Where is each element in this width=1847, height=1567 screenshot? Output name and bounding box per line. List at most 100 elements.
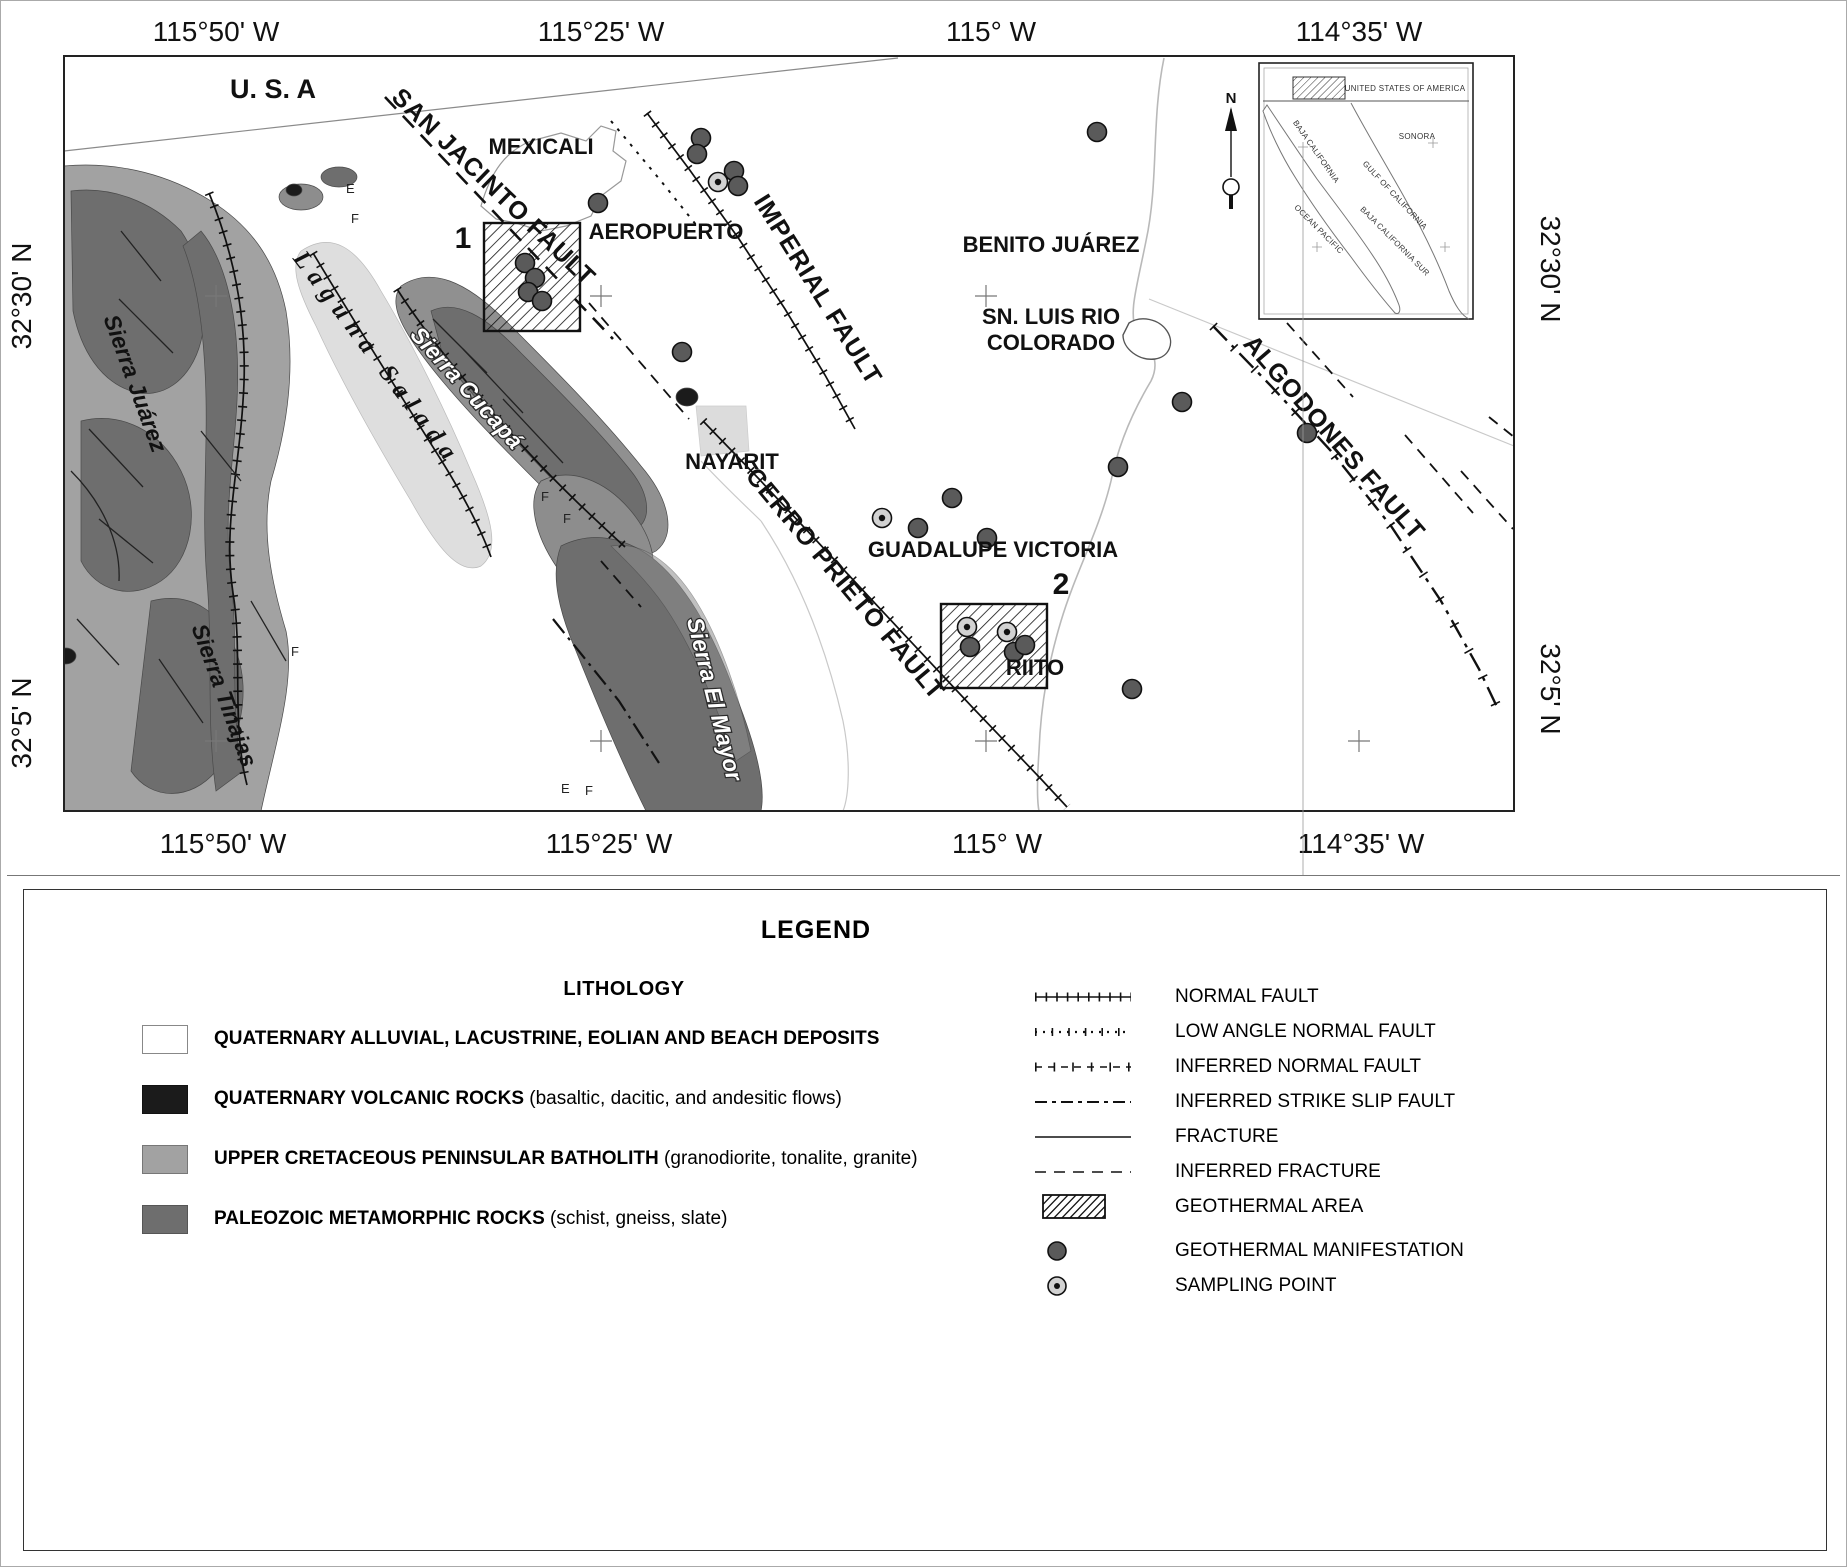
graticule-cross [205,730,227,752]
laguna-salada-shape [295,241,493,569]
geothermal-manifestation-point [727,175,749,197]
fault-letter-f: F [351,211,359,226]
graticule-cross [205,285,227,307]
sampling-point-dot [963,623,971,631]
fault-letter-f: F [563,511,571,526]
legend-symbol-inferred-normal-fault: INFERRED NORMAL FAULT [1029,1052,1464,1082]
map-label-mexicali: MEXICALI [488,134,593,159]
cerro-prieto-volcano [675,387,699,407]
terrain-lithology-shapes [64,164,763,811]
axis-label-right: 32°5' N [1535,643,1566,734]
usa-mexico-border [64,57,899,152]
geothermal-manifestation-point [1121,678,1143,700]
main-map: 115°50' W 115°25' W 115° W 114°35' W 115°50'… [6,16,1566,1152]
graticule-cross [590,285,612,307]
map-label-guadalupe-victoria: GUADALUPE VICTORIA [868,537,1118,562]
geothermal-manifestation-point [686,143,708,165]
geothermal-manifestation-point [1171,391,1193,413]
geothermal-area-number-1: 1 [455,222,472,255]
fault-letter-f: F [585,783,593,798]
symbol-rows: NORMAL FAULT LOW ANGLE NORMAL FAULT INFERR… [1029,982,1464,1306]
figure-divider [7,875,1840,876]
fault-lines [70,96,1514,811]
legend-symbol-geothermal-manifestation: GEOTHERMAL MANIFESTATION [1029,1236,1464,1266]
geothermal-manifestation-point [941,487,963,509]
fault-letter-f: F [541,489,549,504]
axis-label-top: 115°50' W [153,16,280,47]
sampling-point-label: SAMPLING POINT [1175,1275,1337,1296]
map-label-aeropuerto: AEROPUERTO [589,219,744,244]
geothermal-manifestation-point [1296,422,1318,444]
metamorphic-rocks-label: PALEOZOIC METAMORPHIC ROCKS (schist, gne… [214,1208,728,1229]
legend-symbol-geothermal-area: GEOTHERMAL AREA [1029,1192,1464,1222]
quaternary-deposits-label: QUATERNARY ALLUVIAL, LACUSTRINE, EOLIAN … [214,1028,880,1049]
map-label-colorado: COLORADO [987,330,1115,355]
legend-title: LEGEND [760,916,872,944]
legend-lithology-quaternary-deposits: QUATERNARY ALLUVIAL, LACUSTRINE, EOLIAN … [142,1024,918,1054]
geothermal-manifestation-point [907,517,929,539]
map-label-cerro-prieto-fault: CERRO PRIETO FAULT [740,462,950,705]
axis-label-bottom: 115°25' W [546,828,673,859]
peninsular-batholith-swatch [142,1144,188,1174]
lithology-rows: QUATERNARY ALLUVIAL, LACUSTRINE, EOLIAN … [142,1024,918,1264]
graticule-cross [975,285,997,307]
colorado-river [1036,57,1165,811]
map-label-nayarit: NAYARIT [685,449,779,474]
legend-symbol-low-angle-normal-fault: LOW ANGLE NORMAL FAULT [1029,1017,1464,1047]
geothermal-manifestation-point [671,341,693,363]
fault-letter-e: E [561,781,570,796]
north-arrow: N [1222,90,1240,209]
axis-labels: 115°50' W 115°25' W 115° W 114°35' W 115°50'… [6,16,1566,859]
inset-label: UNITED STATES OF AMERICA [1345,84,1466,93]
sampling-point-dot [878,514,886,522]
legend-symbol-inferred-fracture: INFERRED FRACTURE [1029,1157,1464,1187]
graticule-cross [1348,730,1370,752]
map-label-algodones-fault: ALGODONES FAULT [1238,330,1431,546]
legend-lithology-quaternary-volcanic: QUATERNARY VOLCANIC ROCKS (basaltic, dac… [142,1084,918,1114]
quaternary-volcanic-swatch [142,1084,188,1114]
fault-letter-f: F [291,644,299,659]
geothermal-area-number-2: 2 [1053,568,1070,601]
lagoon [1122,318,1172,360]
geothermal-manifestation-point [976,527,998,549]
map-label-riito: RIITO [1006,655,1064,680]
legend-symbol-normal-fault: NORMAL FAULT [1029,982,1464,1012]
axis-label-bottom: 115°50' W [160,828,287,859]
geothermal-manifestation-point [959,636,981,658]
low-angle-normal-fault-label: LOW ANGLE NORMAL FAULT [1175,1021,1436,1042]
axis-label-bottom: 115° W [952,828,1043,859]
north-arrowhead [1225,107,1237,131]
legend-symbol-fracture: FRACTURE [1029,1122,1464,1152]
legend-symbol-inferred-strike-slip-fault: INFERRED STRIKE SLIP FAULT [1029,1087,1464,1117]
low-angle-normal-fault-symbol [1035,1028,1131,1036]
inferred-strike-slip-fault-label: INFERRED STRIKE SLIP FAULT [1175,1091,1456,1112]
axis-label-bottom: 114°35' W [1298,828,1425,859]
sampling-point-dot [714,178,722,186]
normal-fault-symbol [1035,992,1131,1002]
axis-label-right: 32°30' N [1535,216,1566,323]
geothermal-manifestation-point [531,290,553,312]
geothermal-area-label: GEOTHERMAL AREA [1175,1196,1364,1217]
inset-study-area [1292,76,1346,100]
geothermal-manifestation-point [1014,634,1036,656]
geothermal-area-symbol [1042,1194,1106,1219]
map-label-benito-juarez: BENITO JUÁREZ [963,232,1140,257]
north-arrow-label: N [1226,90,1237,107]
geothermal-manifestation-point [1107,456,1129,478]
inset-label: SONORA [1399,132,1436,141]
axis-label-top: 115°25' W [538,16,665,47]
inferred-normal-fault-label: INFERRED NORMAL FAULT [1175,1056,1421,1077]
peninsular-batholith-label: UPPER CRETACEOUS PENINSULAR BATHOLITH (g… [214,1148,918,1169]
fracture-symbol [1035,1136,1131,1138]
geothermal-manifestation-symbol [1047,1241,1067,1261]
legend-lithology-peninsular-batholith: UPPER CRETACEOUS PENINSULAR BATHOLITH (g… [142,1144,918,1174]
graticule-cross [590,730,612,752]
map-frame [63,55,1515,812]
graticule-cross [975,730,997,752]
fault-letter-e: E [346,181,355,196]
map-label-usa: U. S. A [230,74,316,104]
legend-box: LEGEND LITHOLOGY QUATERNARY ALLUVIAL, LA… [23,889,1827,1551]
